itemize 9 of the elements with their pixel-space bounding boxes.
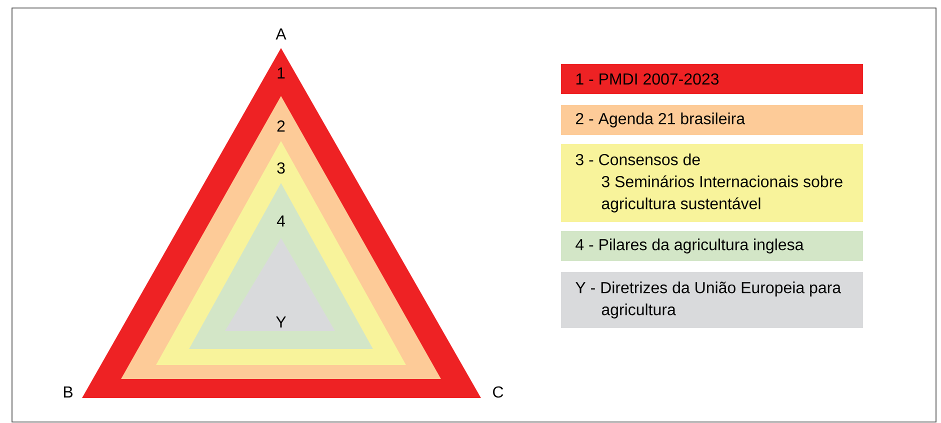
legend-entry: 4 - Pilares da agricultura inglesa <box>561 231 863 261</box>
vertex-label: A <box>276 28 286 40</box>
vertex-label: C <box>493 386 504 398</box>
legend-entry: 1 - PMDI 2007-2023 <box>561 64 863 94</box>
legend-entry: 2 - Agenda 21 brasileira <box>561 105 863 135</box>
legend-entry: Y - Diretrizes da União Europeia para agricultura <box>561 272 863 328</box>
triangle-band: Y <box>225 238 335 331</box>
vertex-label: B <box>64 386 72 398</box>
legend-entry: 3 - Consensos de 3 Seminários Internacionais sobre agricultura sustentável <box>561 144 863 222</box>
